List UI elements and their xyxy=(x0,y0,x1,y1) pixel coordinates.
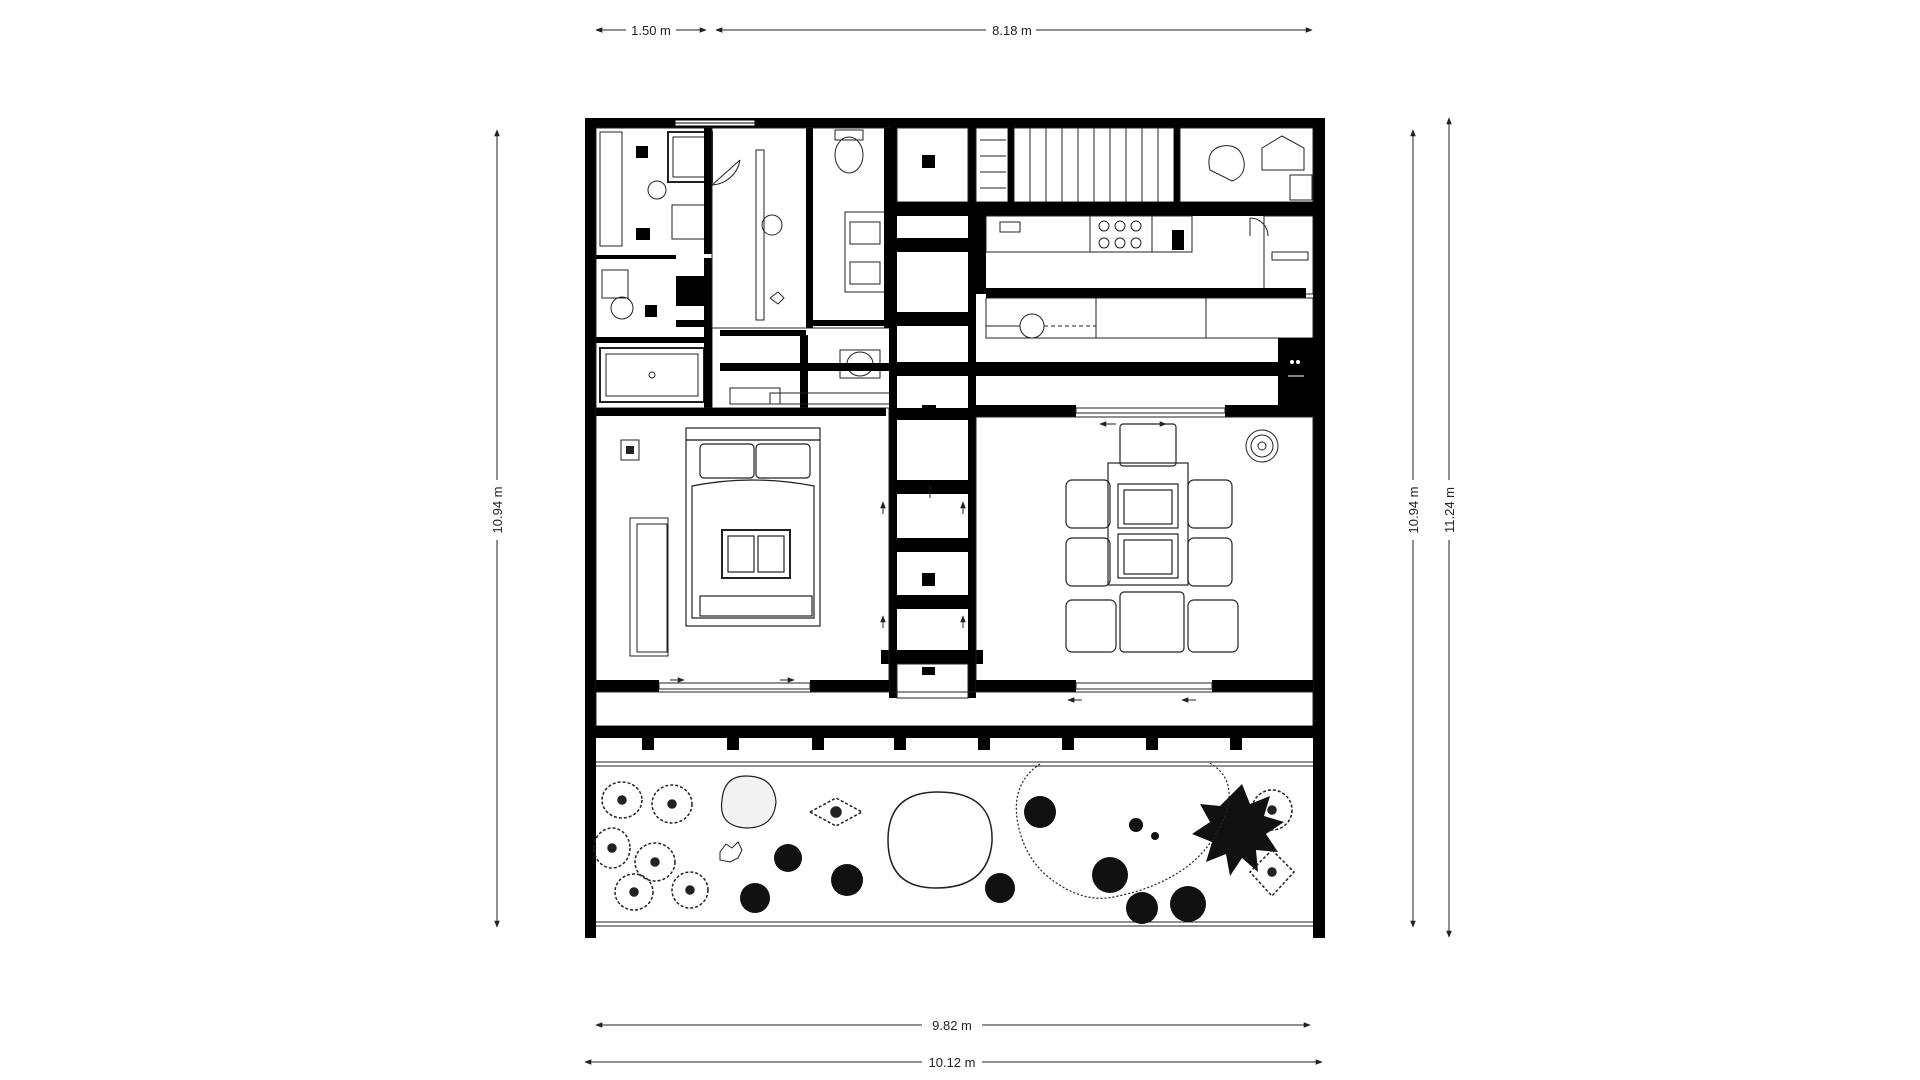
dim-left-height: 10.94 m xyxy=(490,129,505,928)
dining-table-icon xyxy=(1065,423,1239,653)
dim-bottom-outer: 10.12 m xyxy=(584,1055,1323,1070)
dressing-corridor xyxy=(711,127,809,336)
boulder-icon xyxy=(720,775,777,829)
armchair-icon xyxy=(1208,145,1245,182)
bedroom-sliding-door xyxy=(658,682,811,690)
dim-right-outer: 11.24 m xyxy=(1442,117,1457,938)
shrub-icon xyxy=(719,841,743,863)
dim-bottom-inner: 9.82 m xyxy=(595,1018,1311,1033)
northeast-lounge xyxy=(1179,127,1314,203)
nightstand-icon xyxy=(620,439,640,461)
sink-icon xyxy=(601,269,629,299)
dimension-lines: 1.50 m 8.18 m 10.94 m 10.94 m 11.24 m 9.… xyxy=(490,23,1457,1070)
toilet-icon xyxy=(610,296,634,320)
kitchen xyxy=(976,202,1314,417)
dim-label-left-height: 10.94 m xyxy=(490,487,505,534)
dim-right-inner: 10.94 m xyxy=(1406,129,1421,928)
dim-label-bottom-inner: 9.82 m xyxy=(932,1018,972,1033)
dim-label-top-left: 1.50 m xyxy=(631,23,671,38)
shelf-unit xyxy=(599,131,623,247)
dim-label-right-outer: 11.24 m xyxy=(1442,487,1457,533)
dim-label-right-inner: 10.94 m xyxy=(1406,487,1421,534)
stair-icon xyxy=(975,127,1180,203)
wc-room xyxy=(720,127,891,409)
exterior-walls xyxy=(585,118,1325,938)
toilet-icon xyxy=(834,136,864,174)
dim-label-bottom-outer: 10.12 m xyxy=(929,1055,976,1070)
tree-icon xyxy=(1192,784,1284,876)
terrace xyxy=(595,691,1314,927)
sliding-door xyxy=(1075,407,1226,414)
vanity-icon xyxy=(844,211,886,293)
side-table-icon xyxy=(1245,429,1279,463)
dining-sliding-door xyxy=(1075,682,1213,690)
bathtub-icon xyxy=(599,347,705,403)
bed-icon xyxy=(685,427,821,627)
pond-icon xyxy=(887,791,993,889)
wardrobe-icon xyxy=(629,517,669,657)
northwest-bathroom xyxy=(595,127,713,409)
bedroom xyxy=(595,407,966,693)
kitchen-counter xyxy=(985,215,1193,253)
fireplace-icon xyxy=(1278,338,1313,410)
dim-label-top-main: 8.18 m xyxy=(992,23,1032,38)
dim-top-main: 8.18 m xyxy=(715,23,1313,38)
garden-boundary xyxy=(585,926,1325,938)
central-spine xyxy=(881,127,983,699)
stove-icon xyxy=(1089,215,1153,253)
sink-icon xyxy=(999,221,1021,233)
dining-room xyxy=(975,416,1314,703)
stool-icon xyxy=(1019,313,1045,339)
plant-icon xyxy=(740,796,1206,924)
dim-top-left: 1.50 m xyxy=(595,23,707,38)
garden xyxy=(593,761,1296,924)
hedge-outline xyxy=(1015,761,1230,899)
